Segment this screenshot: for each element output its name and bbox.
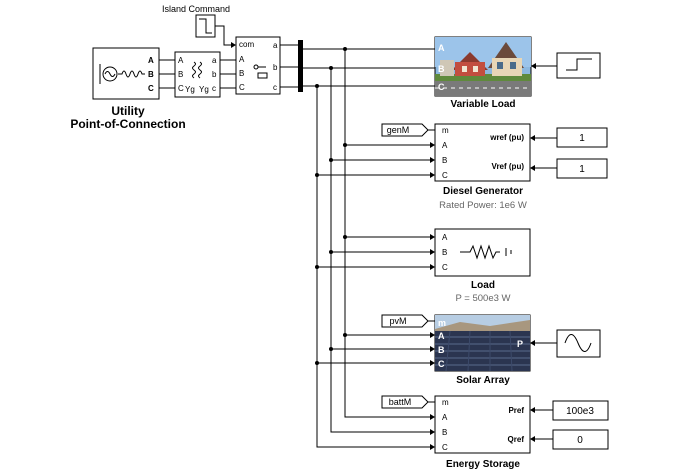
battery-icon xyxy=(505,248,512,256)
energy-storage-caption: Energy Storage xyxy=(446,459,520,470)
xfmr-winding-right: Yg xyxy=(199,85,209,94)
main-bus-bar[interactable] xyxy=(298,40,303,92)
energy-storage-block[interactable]: m A B C Pref Qref xyxy=(434,395,531,454)
pv-port-m: m xyxy=(438,318,446,328)
pv-input-P: P xyxy=(517,339,523,349)
utility-port-c: C xyxy=(148,84,154,93)
transformer-block[interactable]: A B C a b c Yg Yg xyxy=(174,51,221,98)
varload-port-C: C xyxy=(438,82,445,92)
step-source-icon xyxy=(566,58,592,71)
wref-constant[interactable]: 1 xyxy=(556,127,608,148)
step-source-icon xyxy=(199,18,212,34)
es-port-m: m xyxy=(442,398,449,407)
irradiance-sine-source[interactable] xyxy=(556,329,601,358)
house-photo xyxy=(435,37,531,96)
diesel-generator-block[interactable]: m A B C wref (pu) Vref (pu) xyxy=(434,123,531,182)
load-block[interactable]: A B C xyxy=(434,228,531,277)
load-port-A: A xyxy=(442,233,448,242)
utility-caption-2: Point-of-Connection xyxy=(70,117,185,131)
utility-caption: Utility xyxy=(111,104,145,118)
solar-array-block[interactable]: m A B C P xyxy=(434,314,531,372)
variable-load-step-source[interactable] xyxy=(556,52,601,79)
breaker-port-c: c xyxy=(273,83,277,92)
varload-port-A: A xyxy=(438,43,445,53)
pref-constant[interactable]: 100e3 xyxy=(552,400,609,421)
xfmr-port-A: A xyxy=(178,56,184,65)
dg-input-wref: wref (pu) xyxy=(489,133,524,142)
varload-port-B: B xyxy=(438,64,445,74)
load-caption: Load xyxy=(471,280,495,291)
variable-load-caption: Variable Load xyxy=(450,99,515,110)
genM-goto-tag[interactable]: genM xyxy=(381,123,429,137)
pv-port-A: A xyxy=(438,331,445,341)
load-port-B: B xyxy=(442,248,447,257)
breaker-block[interactable]: com A B C a b c xyxy=(235,36,281,95)
xfmr-port-C: C xyxy=(178,84,184,93)
pvM-goto-tag[interactable]: pvM xyxy=(381,314,429,328)
es-port-B: B xyxy=(442,428,447,437)
qref-constant[interactable]: 0 xyxy=(552,429,609,450)
ac-source-icon xyxy=(99,64,145,84)
genM-tag-label: genM xyxy=(387,125,410,135)
solar-farm-photo xyxy=(435,315,530,372)
es-input-qref: Qref xyxy=(508,435,525,444)
battM-tag-label: battM xyxy=(389,397,412,407)
dg-port-C: C xyxy=(442,171,448,180)
xfmr-port-B: B xyxy=(178,70,183,79)
breaker-port-a: a xyxy=(273,41,278,50)
dg-input-vref: Vref (pu) xyxy=(492,162,525,171)
battM-goto-tag[interactable]: battM xyxy=(381,395,429,409)
diesel-generator-subcaption: Rated Power: 1e6 W xyxy=(439,200,527,211)
variable-load-block[interactable]: A B C xyxy=(434,36,532,97)
pv-port-C: C xyxy=(438,359,445,369)
vref-constant-value: 1 xyxy=(579,164,585,175)
pvM-tag-label: pvM xyxy=(389,316,406,326)
breaker-port-A: A xyxy=(239,55,245,64)
sine-wave-icon xyxy=(564,334,592,352)
xfmr-port-a: a xyxy=(212,56,217,65)
vref-constant[interactable]: 1 xyxy=(556,158,608,179)
load-subcaption: P = 500e3 W xyxy=(455,293,510,304)
breaker-port-C: C xyxy=(239,83,245,92)
pv-port-B: B xyxy=(438,345,445,355)
resistor-icon xyxy=(460,244,500,260)
xfmr-port-b: b xyxy=(212,70,217,79)
island-command-label: Island Command xyxy=(162,4,230,14)
xfmr-port-c: c xyxy=(212,84,216,93)
es-port-A: A xyxy=(442,413,448,422)
wref-constant-value: 1 xyxy=(579,133,585,144)
dg-port-m: m xyxy=(442,126,449,135)
xfmr-winding-left: Yg xyxy=(185,85,195,94)
utility-port-b: B xyxy=(148,70,154,79)
dg-port-A: A xyxy=(442,141,448,150)
breaker-port-b: b xyxy=(273,63,278,72)
island-command-block[interactable] xyxy=(195,14,216,38)
breaker-switch-icon xyxy=(253,64,268,79)
breaker-com-port: com xyxy=(239,40,254,49)
breaker-port-B: B xyxy=(239,69,244,78)
qref-constant-value: 0 xyxy=(577,435,583,446)
pref-constant-value: 100e3 xyxy=(566,406,594,417)
solar-array-caption: Solar Array xyxy=(456,375,510,386)
diesel-generator-caption: Diesel Generator xyxy=(443,186,523,197)
utility-port-a: A xyxy=(148,56,154,65)
dg-port-B: B xyxy=(442,156,447,165)
es-input-pref: Pref xyxy=(508,406,524,415)
load-port-C: C xyxy=(442,263,448,272)
transformer-coil-icon xyxy=(192,61,202,79)
es-port-C: C xyxy=(442,443,448,452)
utility-block[interactable]: A B C xyxy=(92,47,160,100)
